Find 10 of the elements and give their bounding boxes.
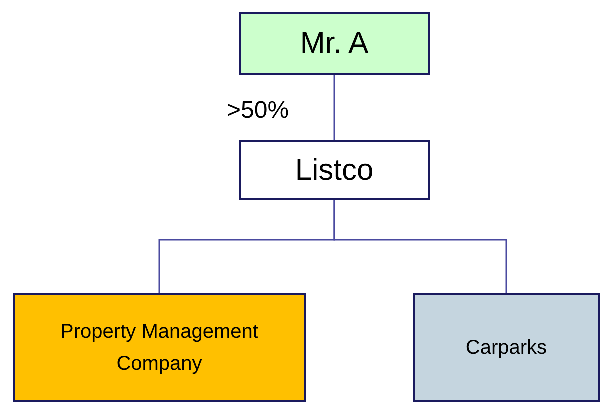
connector-line xyxy=(334,200,508,293)
org-box xyxy=(13,293,306,402)
box-text: Property Management Company xyxy=(60,320,260,376)
org-box xyxy=(413,293,600,402)
connector-line xyxy=(334,75,336,140)
org-box xyxy=(239,12,430,75)
box-text: Carparks xyxy=(464,336,548,360)
org-box xyxy=(239,140,430,200)
box-text: Mr. A xyxy=(299,26,370,62)
box-text: Listco xyxy=(294,152,375,188)
